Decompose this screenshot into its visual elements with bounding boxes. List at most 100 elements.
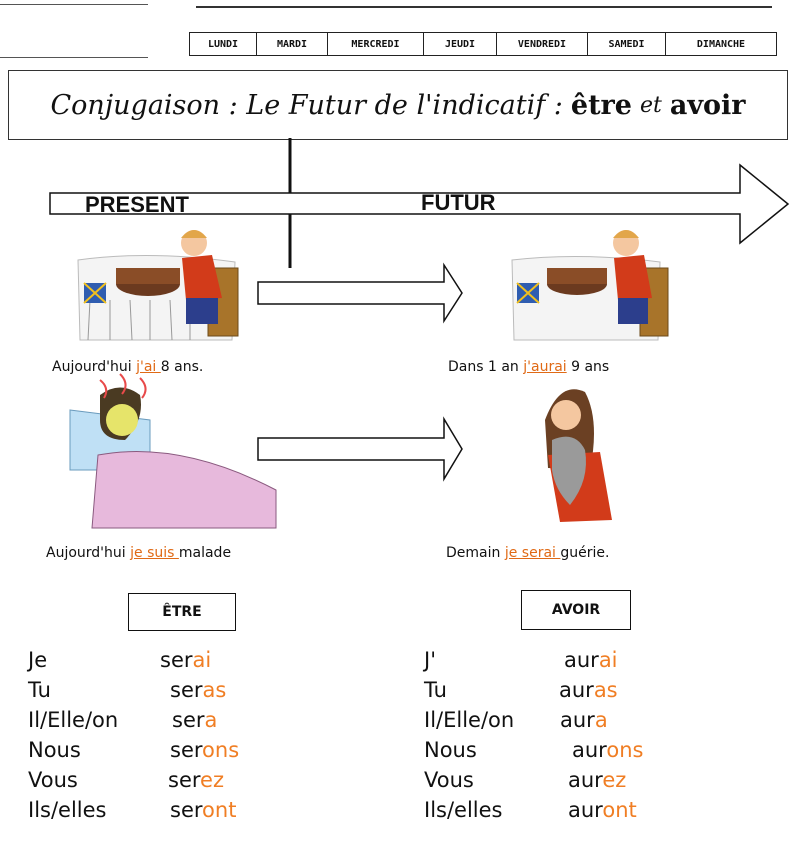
- verb-form: aurons: [572, 738, 643, 762]
- pronoun: Ils/elles: [28, 798, 107, 822]
- caption-text: 9 ans: [566, 359, 610, 375]
- pronoun: Ils/elles: [424, 798, 503, 822]
- pronoun: Nous: [28, 738, 81, 762]
- birthday-boy-illustration: [77, 230, 239, 341]
- verb-form: serez: [168, 768, 224, 792]
- verb-stem: aur: [559, 678, 594, 702]
- date-rule: [0, 57, 148, 58]
- verb-stem: ser: [170, 798, 203, 822]
- caption-text: Dans 1 an: [448, 359, 524, 375]
- conjugation-row: Je serai: [28, 648, 328, 678]
- day-cell: VENDREDI: [497, 33, 588, 55]
- day-cell: MARDI: [257, 33, 328, 55]
- verb-ending: ont: [202, 798, 237, 822]
- avoir-label-box: AVOIR: [521, 590, 631, 630]
- conjugation-row: J' aurai: [424, 648, 744, 678]
- top-rule-left: [0, 4, 148, 5]
- caption-text: malade: [178, 545, 232, 561]
- transition-arrow-2: [257, 416, 463, 482]
- pronoun: Nous: [424, 738, 477, 762]
- verb-form: auras: [559, 678, 618, 702]
- verb-ending: as: [202, 678, 227, 702]
- pronoun: Il/Elle/on: [28, 708, 119, 732]
- verb-stem: ser: [168, 768, 201, 792]
- conjugation-row: Nous serons: [28, 738, 328, 768]
- sick-girl-illustration: [69, 373, 277, 529]
- pronoun: J': [424, 648, 436, 672]
- timeline-present-label: PRESENT: [85, 192, 189, 217]
- pronoun: Je: [28, 648, 48, 672]
- caption-highlight: j'aurai: [523, 359, 567, 375]
- verb-form: seras: [170, 678, 226, 702]
- verb-ending: ont: [602, 798, 637, 822]
- verb-stem: ser: [170, 738, 203, 762]
- pronoun: Tu: [424, 678, 447, 702]
- verb-stem: aur: [564, 648, 599, 672]
- avoir-conjugation-table: J' aurai Tu auras Il/Elle/on aura Nous a…: [424, 648, 744, 858]
- title-verb-avoir: avoir: [669, 89, 746, 121]
- conjugation-row: Il/Elle/on aura: [424, 708, 744, 738]
- caption-highlight: j'ai: [136, 359, 161, 375]
- etre-label-box: ÊTRE: [128, 593, 236, 631]
- verb-form: seront: [170, 798, 236, 822]
- verb-ending: a: [204, 708, 218, 732]
- conjugation-row: Ils/elles auront: [424, 798, 744, 828]
- verb-form: aurai: [564, 648, 618, 672]
- title-prefix: Conjugaison : Le Futur de l'indicatif :: [50, 89, 563, 121]
- verb-stem: ser: [160, 648, 193, 672]
- verb-stem: ser: [172, 708, 205, 732]
- example-caption: Dans 1 an j'aurai 9 ans: [448, 359, 609, 375]
- conjugation-row: Ils/elles seront: [28, 798, 328, 828]
- conjugation-row: Tu seras: [28, 678, 328, 708]
- verb-stem: aur: [568, 768, 603, 792]
- weekday-strip: LUNDI MARDI MERCREDI JEUDI VENDREDI SAME…: [189, 32, 777, 56]
- conjugation-row: Tu auras: [424, 678, 744, 708]
- verb-form: sera: [172, 708, 217, 732]
- girl-with-cat-illustration: [545, 389, 612, 522]
- caption-text: 8 ans.: [160, 359, 204, 375]
- verb-form: auront: [568, 798, 637, 822]
- birthday-boy-future-illustration: [511, 230, 669, 341]
- verb-ending: ez: [602, 768, 627, 792]
- verb-ending: ons: [606, 738, 644, 762]
- verb-stem: aur: [568, 798, 603, 822]
- pronoun: Vous: [28, 768, 78, 792]
- conjugation-row: Il/Elle/on sera: [28, 708, 328, 738]
- verb-form: aura: [560, 708, 608, 732]
- verb-ending: ez: [200, 768, 224, 792]
- timeline-futur-label: FUTUR: [421, 190, 496, 215]
- verb-form: aurez: [568, 768, 626, 792]
- caption-text: Aujourd'hui: [46, 545, 131, 561]
- conjugation-row: Vous aurez: [424, 768, 744, 798]
- conjugation-row: Vous serez: [28, 768, 328, 798]
- timeline-arrow: [49, 163, 790, 245]
- day-cell: JEUDI: [424, 33, 497, 55]
- verb-stem: aur: [560, 708, 595, 732]
- conjugation-row: Nous aurons: [424, 738, 744, 768]
- caption-highlight: je suis: [130, 545, 179, 561]
- caption-text: guérie.: [560, 545, 610, 561]
- top-rule-right: [196, 6, 772, 8]
- pronoun: Vous: [424, 768, 474, 792]
- verb-form: serons: [170, 738, 239, 762]
- pronoun: Tu: [28, 678, 51, 702]
- title-verb-etre: être: [570, 89, 632, 121]
- verb-stem: ser: [170, 678, 203, 702]
- day-cell: LUNDI: [190, 33, 257, 55]
- pronoun: Il/Elle/on: [424, 708, 515, 732]
- verb-stem: aur: [572, 738, 607, 762]
- verb-ending: ai: [598, 648, 618, 672]
- etre-conjugation-table: Je serai Tu seras Il/Elle/on sera Nous s…: [28, 648, 328, 858]
- example-caption: Demain je serai guérie.: [446, 545, 609, 561]
- verb-ending: ai: [192, 648, 212, 672]
- title-et: et: [639, 92, 662, 118]
- day-cell: SAMEDI: [588, 33, 666, 55]
- verb-ending: as: [593, 678, 618, 702]
- caption-text: Demain: [446, 545, 505, 561]
- verb-ending: ons: [202, 738, 240, 762]
- page-title: Conjugaison : Le Futur de l'indicatif : …: [8, 70, 788, 140]
- caption-highlight: je serai: [504, 545, 561, 561]
- day-cell: MERCREDI: [328, 33, 424, 55]
- verb-form: serai: [160, 648, 211, 672]
